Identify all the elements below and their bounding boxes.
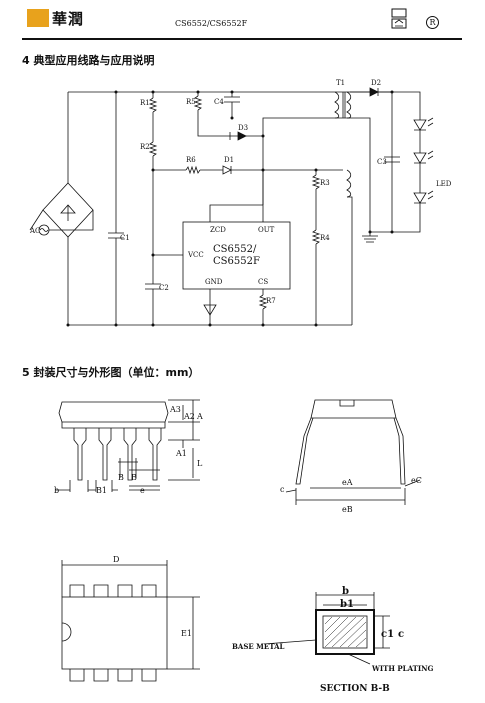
certification-mark-icon (390, 8, 408, 32)
pin-zcd: ZCD (210, 226, 226, 234)
label-d1: D1 (224, 156, 234, 164)
section5-title: 5 封装尺寸与外形图（单位：mm） (22, 366, 200, 379)
section-c1: c1 (381, 629, 394, 640)
section-bb-label: SECTION B-B (320, 684, 390, 694)
label-r7: R7 (266, 297, 276, 305)
dim-c: c (280, 485, 285, 494)
dim-ec: eC (411, 476, 422, 485)
label-t1: T1 (336, 79, 345, 87)
label-r4: R4 (320, 234, 330, 242)
label-d3: D3 (238, 124, 248, 132)
label-c1: C1 (120, 234, 130, 242)
label-r3: R3 (320, 179, 330, 187)
pin-gnd: GND (205, 278, 223, 286)
dim-a2: A2 (183, 412, 195, 421)
dim-e1: E1 (181, 629, 192, 638)
section-b: b (342, 586, 349, 597)
label-led: LED (436, 180, 452, 188)
header-rule (22, 38, 462, 40)
label-ac: AC (29, 227, 40, 235)
registered-mark: R (426, 16, 439, 29)
dim-a3: A3 (169, 405, 181, 414)
chip-name-line2: CS6552F (213, 256, 260, 267)
chip-name-line1: CS6552/ (213, 244, 257, 255)
pin-out: OUT (258, 226, 275, 234)
dim-d: D (113, 555, 119, 564)
dim-e: e (140, 486, 145, 495)
dim-ea: eA (342, 478, 353, 487)
with-plating-label: WITH PLATING (371, 664, 434, 673)
label-d2: D2 (371, 79, 381, 87)
label-c2: C2 (159, 284, 169, 292)
label-r5: R5 (186, 98, 196, 106)
company-logo-icon (27, 9, 49, 27)
dim-eb: eB (342, 505, 353, 514)
brand-name: 華潤 (52, 10, 85, 28)
dim-b: b (54, 486, 59, 495)
page-header: 華潤 CS6552/CS6552F R (0, 0, 485, 40)
section-c: c (398, 629, 404, 640)
pin-vcc: VCC (187, 251, 204, 259)
label-c4: C4 (214, 98, 224, 106)
pin-cs: CS (258, 278, 268, 286)
document-code: CS6552/CS6552F (175, 19, 248, 28)
section4-title: 4 典型应用线路与应用说明 (22, 54, 155, 67)
section-b1: b1 (340, 599, 354, 610)
dim-bb-2: B (131, 473, 137, 482)
base-metal-label: BASE METAL (232, 642, 285, 651)
dim-l: L (197, 459, 203, 468)
dim-a1: A1 (175, 449, 187, 458)
label-r1: R1 (140, 99, 150, 107)
label-c3: C3 (377, 158, 387, 166)
dim-b1: B1 (96, 486, 107, 495)
label-r6: R6 (186, 156, 196, 164)
dim-a: A (196, 412, 203, 421)
dim-bb-1: B (118, 473, 124, 482)
label-r2: R2 (140, 143, 150, 151)
